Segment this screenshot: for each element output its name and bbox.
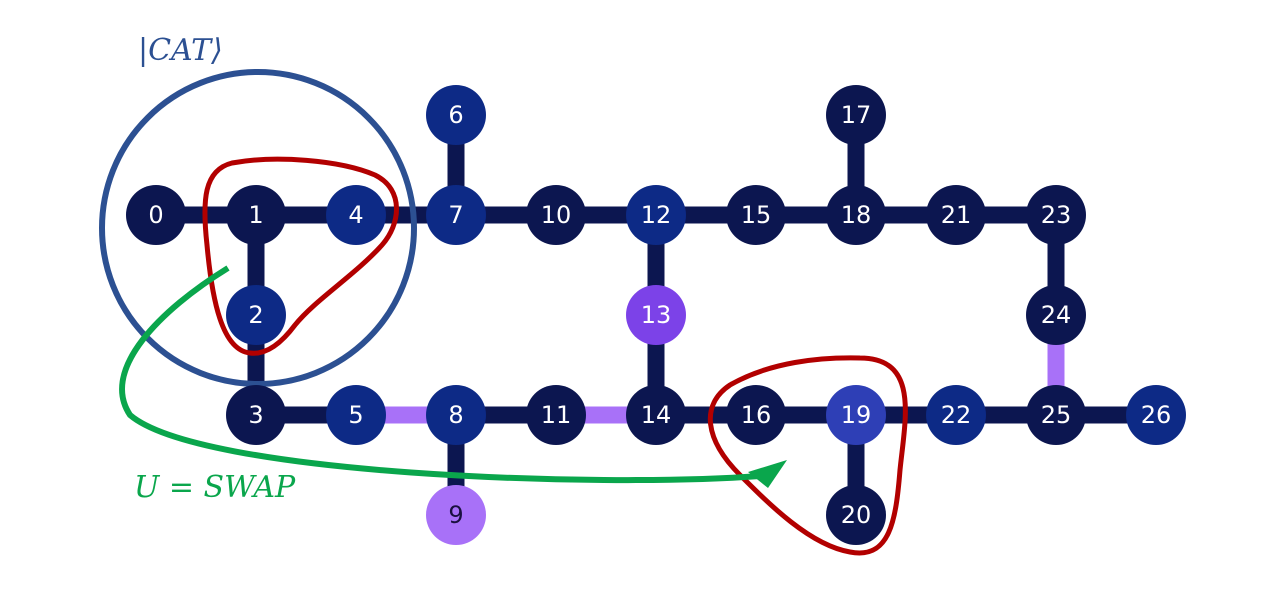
qubit-7: 7 xyxy=(426,185,486,245)
swap-arrowhead-icon xyxy=(748,460,787,488)
qubit-4: 4 xyxy=(326,185,386,245)
qubit-label-8: 8 xyxy=(448,401,463,429)
qubit-node-17 xyxy=(826,85,886,145)
qubit-label-20: 20 xyxy=(841,501,872,529)
qubit-label-6: 6 xyxy=(448,101,463,129)
qubit-node-9 xyxy=(426,485,486,545)
qubit-node-15 xyxy=(726,185,786,245)
qubit-9: 9 xyxy=(426,485,486,545)
qubit-node-3 xyxy=(226,385,286,445)
qubit-26: 26 xyxy=(1126,385,1186,445)
qubit-node-7 xyxy=(426,185,486,245)
qubit-16: 16 xyxy=(726,385,786,445)
qubit-node-21 xyxy=(926,185,986,245)
qubit-label-26: 26 xyxy=(1141,401,1172,429)
qubit-label-21: 21 xyxy=(941,201,972,229)
qubit-node-2 xyxy=(226,285,286,345)
qubit-label-13: 13 xyxy=(641,301,672,329)
qubit-node-4 xyxy=(326,185,386,245)
qubit-8: 8 xyxy=(426,385,486,445)
qubit-22: 22 xyxy=(926,385,986,445)
qubit-11: 11 xyxy=(526,385,586,445)
qubit-21: 21 xyxy=(926,185,986,245)
qubit-node-18 xyxy=(826,185,886,245)
cat-state-circle xyxy=(99,69,417,387)
qubit-14: 14 xyxy=(626,385,686,445)
qubit-node-1 xyxy=(226,185,286,245)
qubit-node-12 xyxy=(626,185,686,245)
qubit-label-0: 0 xyxy=(148,201,163,229)
qubit-node-23 xyxy=(1026,185,1086,245)
qubit-label-7: 7 xyxy=(448,201,463,229)
qubit-20: 20 xyxy=(826,485,886,545)
qubit-10: 10 xyxy=(526,185,586,245)
qubit-label-18: 18 xyxy=(841,201,872,229)
qubit-15: 15 xyxy=(726,185,786,245)
qubit-6: 6 xyxy=(426,85,486,145)
qubit-node-25 xyxy=(1026,385,1086,445)
qubit-label-3: 3 xyxy=(248,401,263,429)
qubit-node-0 xyxy=(126,185,186,245)
qubit-label-16: 16 xyxy=(741,401,772,429)
swap-label: U = SWAP xyxy=(134,470,296,505)
qubit-label-2: 2 xyxy=(248,301,263,329)
qubit-24: 24 xyxy=(1026,285,1086,345)
qubit-label-22: 22 xyxy=(941,401,972,429)
qubit-label-10: 10 xyxy=(541,201,572,229)
qubit-label-17: 17 xyxy=(841,101,872,129)
qubit-label-14: 14 xyxy=(641,401,672,429)
qubit-label-5: 5 xyxy=(348,401,363,429)
qubit-label-11: 11 xyxy=(541,401,572,429)
qubit-19: 19 xyxy=(826,385,886,445)
qubit-node-8 xyxy=(426,385,486,445)
qubit-label-1: 1 xyxy=(248,201,263,229)
qubit-node-13 xyxy=(626,285,686,345)
qubit-node-20 xyxy=(826,485,886,545)
qubit-label-9: 9 xyxy=(448,501,463,529)
cat-state-label: |CAT⟩ xyxy=(138,33,223,68)
qubit-node-26 xyxy=(1126,385,1186,445)
qubit-node-10 xyxy=(526,185,586,245)
qubit-13: 13 xyxy=(626,285,686,345)
qubit-label-4: 4 xyxy=(348,201,363,229)
source-qubits-outline xyxy=(202,156,399,356)
qubit-0: 0 xyxy=(126,185,186,245)
qubit-node-16 xyxy=(726,385,786,445)
qubit-node-24 xyxy=(1026,285,1086,345)
qubit-1: 1 xyxy=(226,185,286,245)
qubit-node-11 xyxy=(526,385,586,445)
qubit-label-24: 24 xyxy=(1041,301,1072,329)
qubit-label-25: 25 xyxy=(1041,401,1072,429)
qubit-node-5 xyxy=(326,385,386,445)
qubit-node-22 xyxy=(926,385,986,445)
qubit-2: 2 xyxy=(226,285,286,345)
qubit-label-12: 12 xyxy=(641,201,672,229)
qubit-17: 17 xyxy=(826,85,886,145)
qubit-5: 5 xyxy=(326,385,386,445)
qubit-node-19 xyxy=(826,385,886,445)
qubit-3: 3 xyxy=(226,385,286,445)
target-qubits-outline xyxy=(707,355,908,556)
swap-arrow xyxy=(119,265,761,484)
qubit-label-19: 19 xyxy=(841,401,872,429)
qubit-label-23: 23 xyxy=(1041,201,1072,229)
qubit-node-6 xyxy=(426,85,486,145)
qubit-18: 18 xyxy=(826,185,886,245)
qubit-node-14 xyxy=(626,385,686,445)
qubit-12: 12 xyxy=(626,185,686,245)
qubit-25: 25 xyxy=(1026,385,1086,445)
qubit-23: 23 xyxy=(1026,185,1086,245)
qubit-label-15: 15 xyxy=(741,201,772,229)
